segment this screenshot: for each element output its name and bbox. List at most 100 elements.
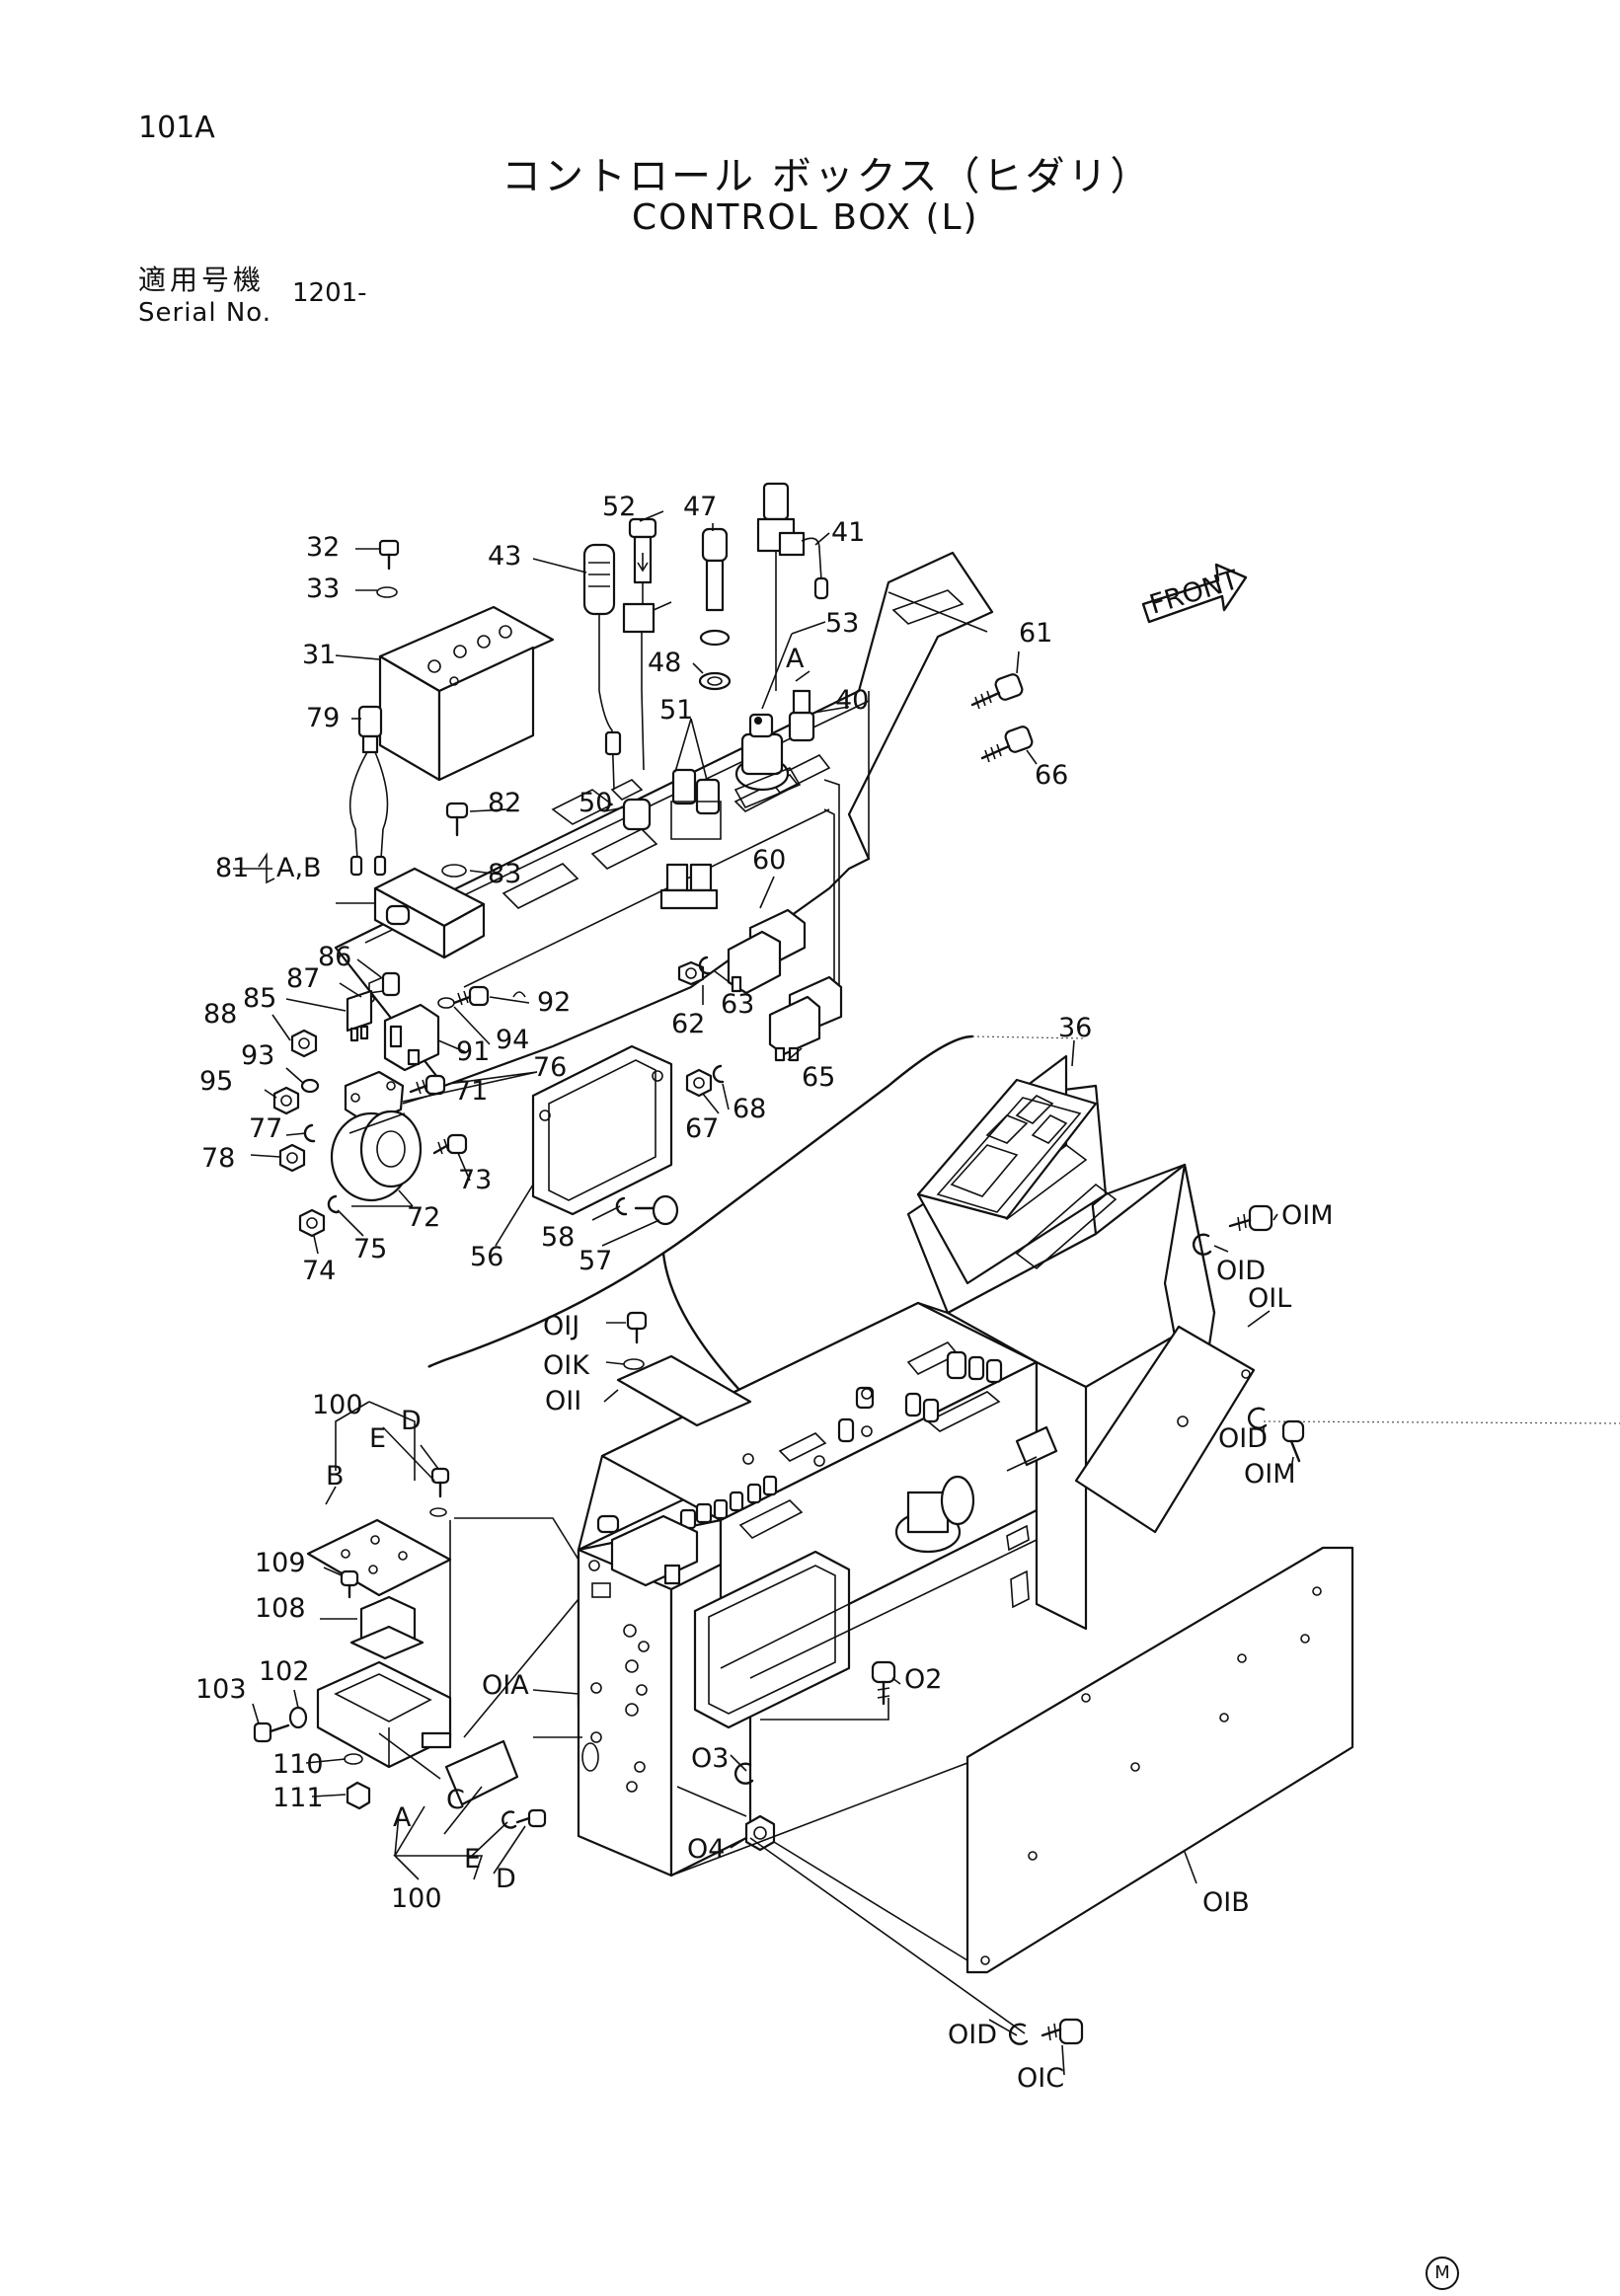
nut-part-95 bbox=[272, 1086, 300, 1115]
part-label-78: 78 bbox=[201, 1143, 235, 1174]
screw-part-76 bbox=[409, 1074, 446, 1096]
part-label-82: 82 bbox=[488, 788, 521, 818]
part-label-D-upper: D bbox=[401, 1406, 422, 1436]
part-label-95: 95 bbox=[199, 1066, 233, 1097]
washer-part-75 bbox=[327, 1194, 340, 1214]
washer-part-03 bbox=[733, 1762, 754, 1785]
part-label-50: 50 bbox=[579, 788, 612, 818]
part-label-67: 67 bbox=[685, 1113, 719, 1144]
screw-part-100-D-bottom bbox=[515, 1808, 547, 1828]
trademark-circle-m: M bbox=[1426, 2257, 1459, 2290]
part-label-01A: OIA bbox=[482, 1670, 529, 1701]
relay-part-65 bbox=[768, 975, 843, 1062]
buzzer-part-72 bbox=[330, 1110, 423, 1202]
screw-part-73 bbox=[432, 1133, 468, 1155]
part-label-94: 94 bbox=[496, 1025, 529, 1055]
part-label-01M-upper: OIM bbox=[1281, 1200, 1334, 1231]
buzzer-part-108 bbox=[349, 1595, 424, 1660]
part-label-01D-middle: OID bbox=[1218, 1423, 1268, 1454]
leader-lines bbox=[233, 510, 1294, 2076]
nut-part-88 bbox=[290, 1029, 318, 1058]
part-label-71: 71 bbox=[454, 1076, 488, 1107]
part-label-68: 68 bbox=[733, 1094, 766, 1124]
detail-callout-outline bbox=[427, 1034, 974, 1368]
sensor-part-79 bbox=[348, 705, 389, 877]
part-label-03: O3 bbox=[691, 1743, 729, 1774]
part-label-72: 72 bbox=[407, 1202, 440, 1233]
screw-part-82 bbox=[441, 802, 469, 878]
part-labels: 32 33 31 79 43 52 47 41 48 53 A 40 51 61… bbox=[195, 492, 1334, 2094]
part-label-81: 81 bbox=[215, 853, 249, 883]
cover-part-56 bbox=[531, 1044, 673, 1216]
part-label-100-lower: 100 bbox=[391, 1883, 442, 1914]
nut-part-74 bbox=[298, 1208, 326, 1238]
part-label-60: 60 bbox=[752, 845, 786, 876]
part-label-36: 36 bbox=[1058, 1013, 1092, 1043]
part-label-81-AB: A,B bbox=[276, 853, 322, 883]
part-label-79: 79 bbox=[306, 703, 340, 733]
part-label-57: 57 bbox=[579, 1246, 612, 1276]
buzzer-cover-part-B bbox=[306, 1518, 452, 1597]
part-label-01D-upper: OID bbox=[1216, 1256, 1266, 1286]
washer-part-68 bbox=[712, 1064, 725, 1084]
washer-part-93 bbox=[300, 1078, 320, 1094]
washer-part-01D-lower bbox=[1008, 2023, 1029, 2045]
part-label-E-lower: E bbox=[464, 1844, 481, 1875]
relay-part-85 bbox=[346, 989, 373, 1042]
serial-label-japanese: 適用号機 bbox=[138, 264, 266, 296]
part-label-92: 92 bbox=[537, 987, 571, 1018]
front-arrow-icon: FRONT bbox=[1141, 563, 1248, 624]
bracket-mark-81 bbox=[258, 852, 275, 884]
part-label-53: 53 bbox=[825, 608, 859, 639]
part-label-A-lower: A bbox=[393, 1802, 412, 1833]
part-label-D-lower: D bbox=[496, 1864, 516, 1894]
washer-part-77 bbox=[303, 1123, 316, 1143]
bolt-part-57 bbox=[634, 1194, 679, 1226]
switch-part-52 bbox=[622, 517, 672, 771]
part-label-109: 109 bbox=[255, 1548, 306, 1578]
part-label-74: 74 bbox=[302, 1256, 336, 1286]
part-label-85: 85 bbox=[243, 983, 276, 1014]
part-label-02: O2 bbox=[904, 1664, 942, 1695]
screw-part-86 bbox=[368, 971, 401, 997]
part-label-61: 61 bbox=[1019, 618, 1052, 649]
washer-part-01D-upper bbox=[1192, 1233, 1212, 1256]
front-label: FRONT bbox=[1146, 565, 1243, 621]
lamp-part-43 bbox=[582, 543, 622, 791]
serial-label-english: Serial No. bbox=[138, 298, 271, 328]
bolt-part-01C bbox=[1041, 2018, 1084, 2045]
plate-part-01I bbox=[616, 1311, 752, 1427]
part-label-A-upper: A bbox=[786, 644, 805, 674]
part-label-66: 66 bbox=[1035, 760, 1068, 791]
upper-console-panel bbox=[334, 551, 994, 1088]
part-label-77: 77 bbox=[249, 1113, 282, 1144]
part-label-63: 63 bbox=[721, 989, 754, 1020]
part-label-76: 76 bbox=[533, 1052, 567, 1083]
part-label-32: 32 bbox=[306, 532, 340, 563]
nut-part-67 bbox=[685, 1068, 713, 1098]
part-label-65: 65 bbox=[802, 1062, 835, 1093]
switch-cluster-parts-50-51-53 bbox=[622, 689, 815, 910]
bolt-part-103 bbox=[253, 1722, 290, 1743]
part-label-110: 110 bbox=[272, 1749, 324, 1780]
part-label-73: 73 bbox=[458, 1165, 492, 1195]
part-label-111: 111 bbox=[272, 1783, 324, 1813]
bolt-part-61 bbox=[970, 673, 1024, 710]
part-label-103: 103 bbox=[195, 1674, 247, 1705]
part-label-62: 62 bbox=[671, 1009, 705, 1039]
side-cover-part-01L bbox=[1074, 1325, 1256, 1534]
washer-part-102 bbox=[288, 1706, 308, 1729]
page-title-japanese: コントロール ボックス（ヒダリ） bbox=[501, 154, 1153, 199]
part-label-B: B bbox=[326, 1461, 345, 1492]
nut-part-62 bbox=[677, 960, 705, 986]
part-label-56: 56 bbox=[470, 1242, 503, 1272]
part-label-40: 40 bbox=[835, 685, 869, 716]
part-label-47: 47 bbox=[683, 492, 717, 522]
washer-part-110 bbox=[344, 1753, 363, 1765]
main-control-box-part-01A bbox=[577, 1054, 1216, 1877]
part-label-43: 43 bbox=[488, 541, 521, 572]
part-label-01D-lower: OID bbox=[948, 2020, 997, 2050]
part-label-88: 88 bbox=[203, 999, 237, 1030]
part-label-83: 83 bbox=[488, 859, 521, 889]
part-label-01C: OIC bbox=[1017, 2063, 1064, 2094]
